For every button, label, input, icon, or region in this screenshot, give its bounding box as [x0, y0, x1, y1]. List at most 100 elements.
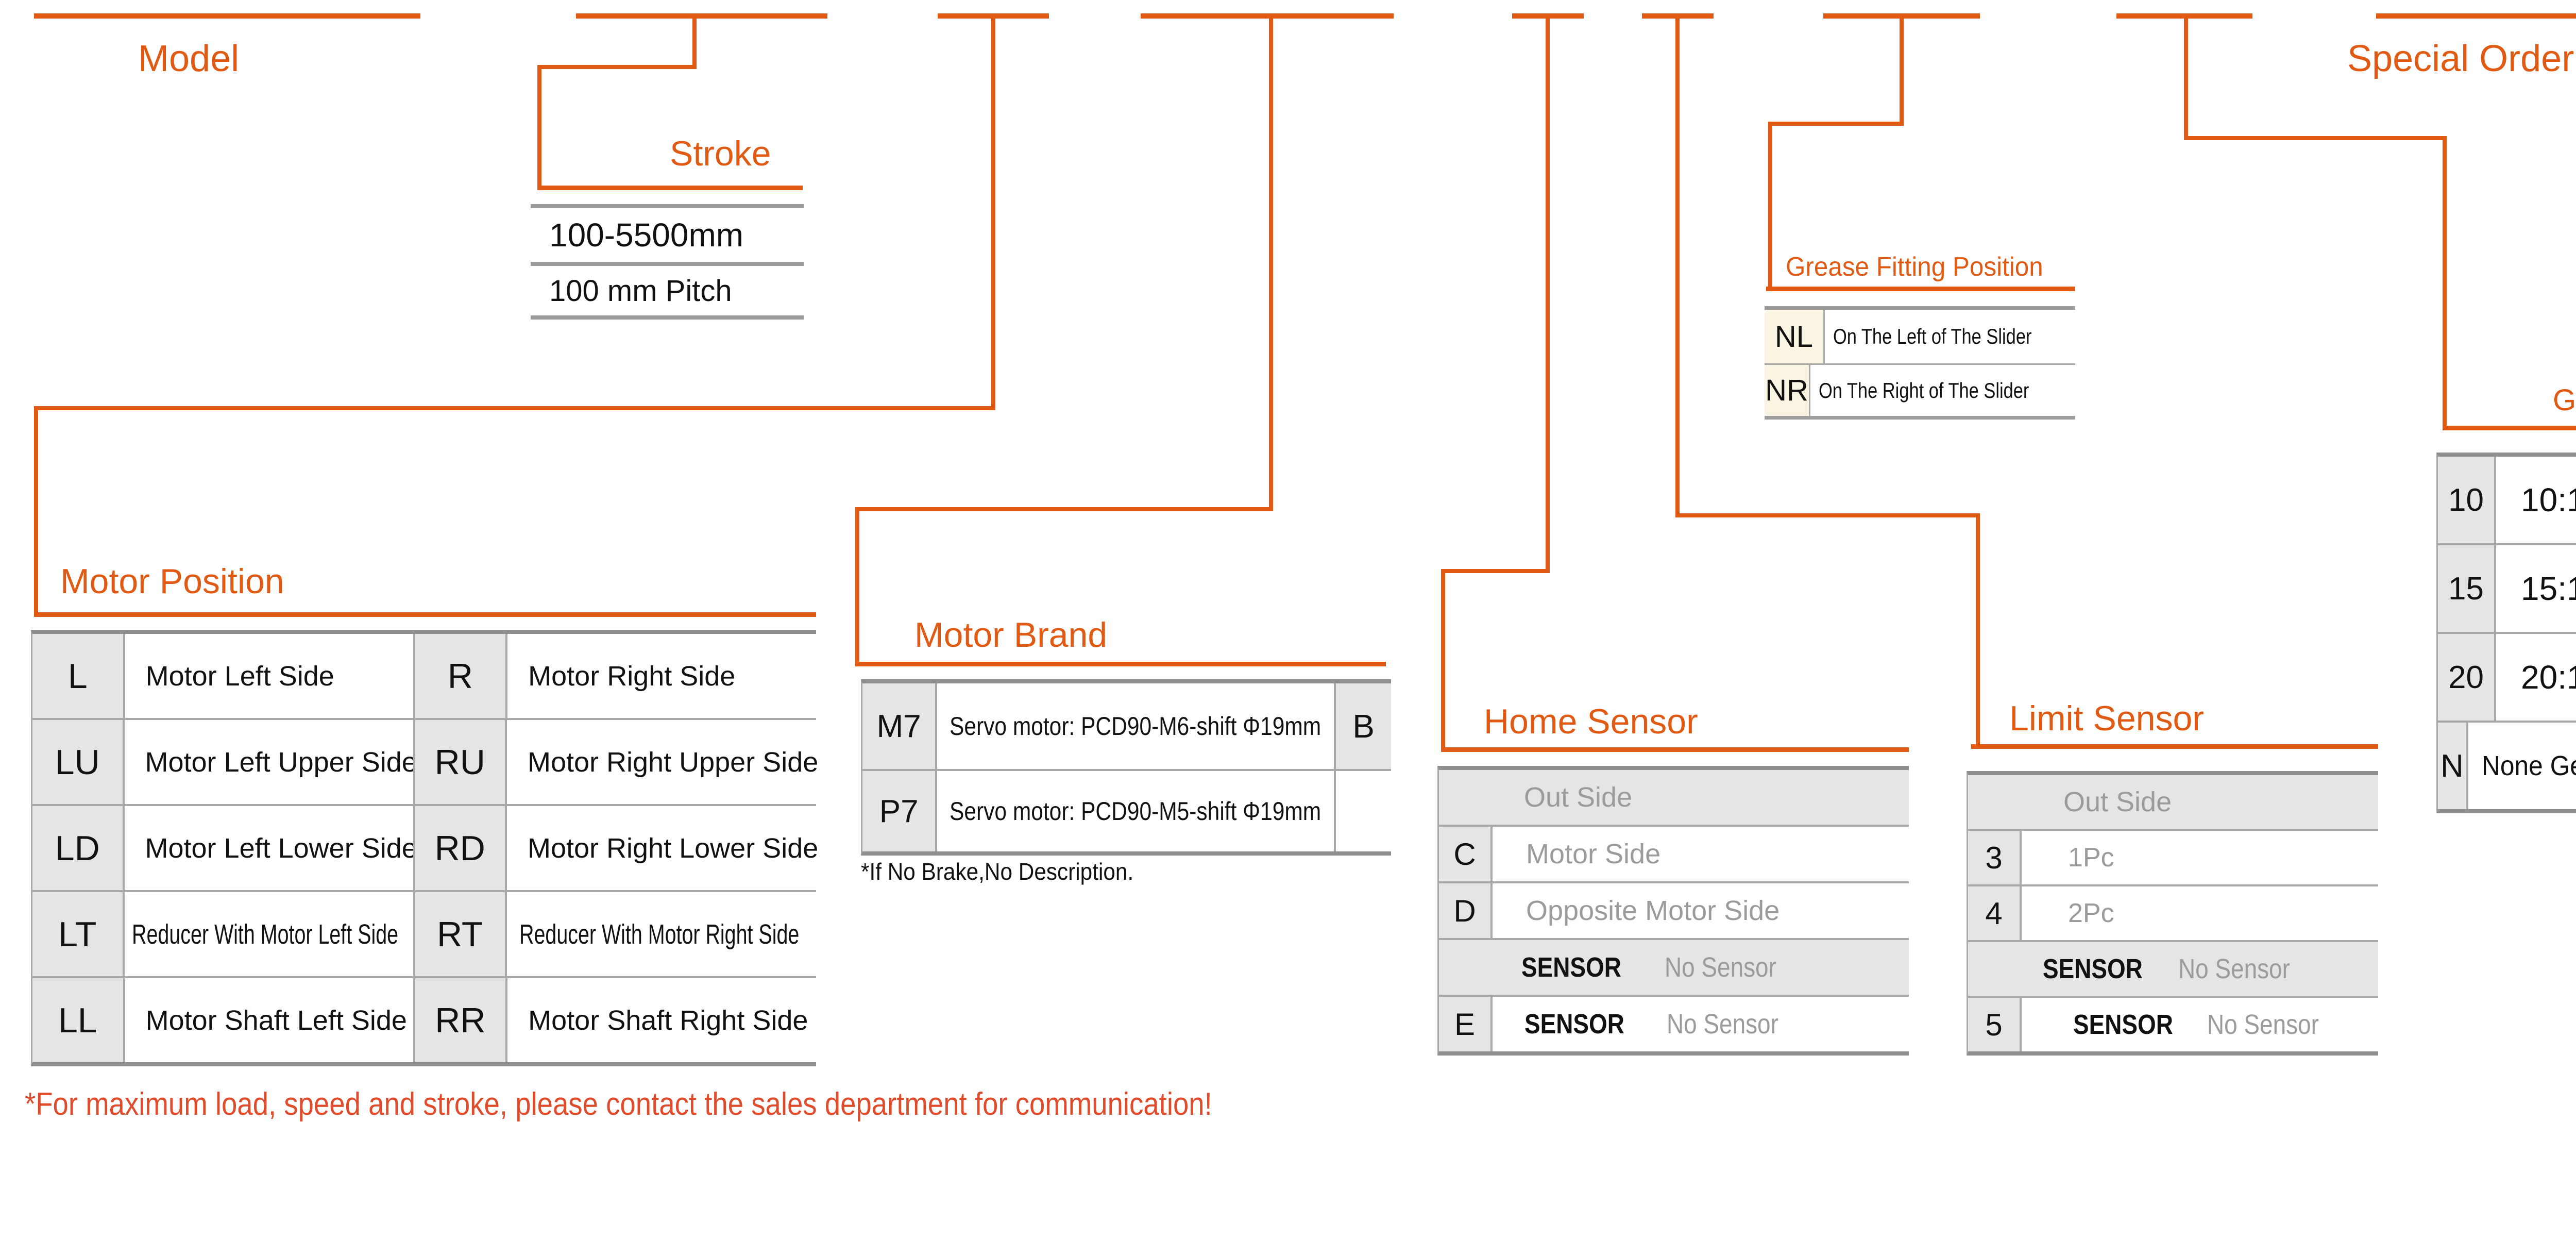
connector-gearbox-h: [2184, 136, 2447, 140]
motor-brand-underline: [855, 662, 1386, 666]
motor-position-label: Motor Position: [60, 562, 284, 601]
limit-sensor-key: 5: [1968, 998, 2020, 1051]
home-sensor-key: E: [1439, 997, 1490, 1051]
no-sensor-label: No Sensor: [1665, 952, 1776, 983]
model-label: Model: [138, 38, 240, 79]
home-sensor-desc: Opposite Motor Side: [1490, 883, 1909, 938]
home-sensor-underline: [1441, 747, 1909, 752]
no-sensor-label: No Sensor: [2178, 953, 2290, 984]
grease-desc-text: On The Left of The Slider: [1833, 324, 2032, 348]
limit-sensor-underline: [1971, 744, 2378, 749]
connector-grease-v1: [1900, 13, 1904, 126]
motor-brand-desc: Servo motor: PCD90-M6-shift Φ19mm: [935, 683, 1334, 769]
motor-position-underline: [34, 612, 816, 617]
limit-sensor-header: Out Side: [2063, 786, 2172, 817]
grease-desc-text: On The Right of The Slider: [1818, 378, 2029, 403]
home-sensor-desc: Motor Side: [1490, 827, 1909, 881]
connector-stroke-v2: [537, 65, 541, 190]
motor-position-desc: Motor Right Lower Side: [505, 806, 818, 890]
motor-position-table: L Motor Left Side R Motor Right Side LU …: [31, 630, 818, 1066]
home-sensor-header: Out Side: [1524, 782, 1633, 813]
stroke-table: 100-5500mm 100 mm Pitch: [531, 204, 804, 320]
grease-desc: On The Left of The Slider: [1823, 310, 2075, 363]
no-sensor-label: No Sensor: [1667, 1009, 1778, 1040]
limit-sensor-desc: 2Pc: [2020, 886, 2378, 940]
table-row: M7 Servo motor: PCD90-M6-shift Φ19mm B: [862, 683, 1391, 769]
table-row: L Motor Left Side R Motor Right Side: [32, 634, 816, 718]
motor-position-key: L: [32, 634, 123, 718]
motor-brand-label: Motor Brand: [914, 615, 1108, 655]
table-row: C Motor Side: [1439, 825, 1909, 881]
motor-position-key: LD: [32, 806, 123, 890]
table-row: 3 1Pc: [1968, 829, 2378, 884]
grease-table: NL On The Left of The Slider NR On The R…: [1765, 306, 2075, 420]
connector-motor-brand-h: [855, 507, 1273, 511]
connector-motor-brand-v2: [855, 507, 859, 666]
motor-brand-note: *If No Brake,No Description.: [861, 860, 1157, 883]
grease-label: Grease Fitting Position: [1786, 254, 2057, 280]
connector-stroke-h: [537, 65, 697, 69]
motor-position-desc: Motor Shaft Right Side: [505, 978, 816, 1062]
motor-position-desc: Motor Left Upper Side: [122, 720, 417, 804]
motor-position-desc: Reducer With Motor Left Side: [122, 892, 413, 976]
limit-sensor-sensor-row: SENSOR No Sensor: [1968, 940, 2378, 996]
motor-brand-desc-text: Servo motor: PCD90-M6-shift Φ19mm: [950, 712, 1321, 741]
gearbox-key: 10: [2438, 457, 2494, 543]
limit-sensor-key: 4: [1968, 886, 2020, 940]
gearbox-underline: [2443, 426, 2576, 430]
stroke-pitch-row: 100 mm Pitch: [531, 262, 804, 315]
motor-brand-brake-option: B: [1334, 683, 1391, 769]
connector-grease-h: [1768, 122, 1904, 126]
motor-brand-note-text: *If No Brake,No Description.: [861, 858, 1134, 885]
motor-position-key: RT: [413, 892, 505, 976]
connector-gearbox-v2: [2443, 136, 2447, 430]
table-row: N None Gearbox Type: [2438, 721, 2576, 809]
special-order-label: Special Order No.: [2347, 38, 2576, 79]
connector-home-sensor-v1: [1546, 13, 1550, 573]
gearbox-key: 15: [2438, 545, 2494, 632]
connector-stroke-v1: [692, 13, 697, 69]
table-row: 10 10:1: [2438, 457, 2576, 543]
connector-motor-position-v2: [34, 406, 38, 616]
table-row: E SENSOR No Sensor: [1439, 995, 1909, 1051]
connector-grease-v2: [1768, 122, 1772, 291]
motor-position-desc-text: Reducer With Motor Left Side: [131, 918, 398, 950]
code-segment-motor-brand: [1141, 13, 1394, 19]
motor-position-key: RR: [413, 978, 506, 1062]
limit-sensor-key: 3: [1968, 831, 2020, 884]
stroke-range-value: 100-5500mm: [549, 216, 744, 254]
footnote-text: *For maximum load, speed and stroke, ple…: [25, 1086, 1212, 1122]
grease-label-text: Grease Fitting Position: [1786, 252, 2043, 282]
connector-limit-sensor-v1: [1675, 13, 1680, 517]
motor-brand-key: M7: [862, 683, 936, 769]
home-sensor-sensor-cell: SENSOR No Sensor: [1439, 940, 1909, 995]
limit-sensor-header-row: Out Side: [1968, 775, 2378, 829]
motor-position-key: R: [413, 634, 506, 718]
home-sensor-header-row: Out Side: [1439, 770, 1909, 825]
table-row: NL On The Left of The Slider: [1765, 310, 2075, 363]
gearbox-desc: 10:1: [2494, 457, 2576, 543]
motor-position-key: LL: [32, 978, 123, 1062]
motor-position-desc: Motor Right Side: [505, 634, 816, 718]
connector-motor-position-v1: [991, 13, 995, 410]
stroke-range-row: 100-5500mm: [531, 208, 804, 262]
stroke-pitch-value: 100 mm Pitch: [549, 274, 732, 308]
home-sensor-desc: SENSOR No Sensor: [1490, 997, 1909, 1051]
connector-home-sensor-v2: [1441, 569, 1445, 751]
motor-position-desc: Motor Left Lower Side: [122, 806, 417, 890]
grease-desc: On The Right of The Slider: [1808, 365, 2075, 416]
limit-sensor-label: Limit Sensor: [2009, 699, 2204, 738]
motor-position-key: RU: [413, 720, 505, 804]
table-row: LD Motor Left Lower Side RD Motor Right …: [32, 804, 818, 890]
table-row: 4 2Pc: [1968, 884, 2378, 940]
home-sensor-sensor-row: SENSOR No Sensor: [1439, 938, 1909, 995]
connector-limit-sensor-v2: [1976, 513, 1980, 748]
gearbox-desc: 20:1: [2494, 634, 2576, 721]
table-row: P7 Servo motor: PCD90-M5-shift Φ19mm: [862, 769, 1391, 851]
code-segment-special-order: [2376, 13, 2576, 19]
grease-underline: [1766, 287, 2075, 291]
motor-position-key: RD: [413, 806, 505, 890]
code-segment-model: [34, 13, 420, 19]
limit-sensor-desc: SENSOR No Sensor: [2020, 998, 2378, 1051]
